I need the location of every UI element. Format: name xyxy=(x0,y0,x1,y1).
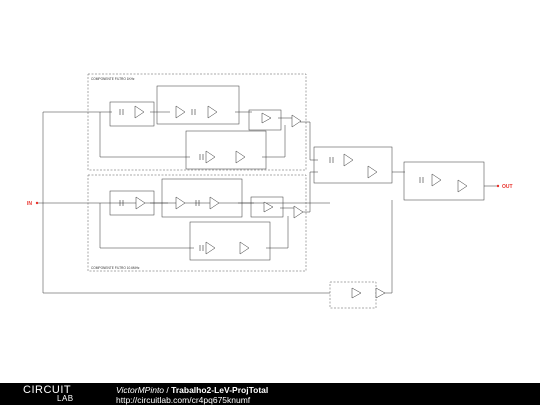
project-url[interactable]: http://circuitlab.com/cr4pq675knumf xyxy=(116,395,251,405)
filter-block-10mhz xyxy=(87,174,307,272)
footer-bar: CIRCUIT LAB VictorMPinto / Trabalho2-LeV… xyxy=(0,383,540,405)
project-title: VictorMPinto / Trabalho2-LeV-ProjTotal xyxy=(116,385,268,395)
circuitlab-logo[interactable]: CIRCUIT LAB xyxy=(23,384,93,404)
block-bottom-title: COMPONENTE FILTRO 10.6MHz xyxy=(91,266,140,270)
circuit-schematic: IN OUT COMPONENTE FILTRO 1KHz COMPONENTE… xyxy=(27,73,513,309)
logo-wordmark-top: CIRCUIT xyxy=(23,384,72,396)
output-label: OUT xyxy=(502,184,513,190)
filter-block-1khz xyxy=(87,73,307,171)
project-name[interactable]: Trabalho2-LeV-ProjTotal xyxy=(171,385,269,395)
title-separator: / xyxy=(164,385,172,395)
block-top-title: COMPONENTE FILTRO 1KHz xyxy=(91,77,135,81)
author-link[interactable]: VictorMPinto xyxy=(116,385,165,395)
logo-wordmark-bottom: LAB xyxy=(57,394,74,403)
input-label: IN xyxy=(27,201,32,207)
